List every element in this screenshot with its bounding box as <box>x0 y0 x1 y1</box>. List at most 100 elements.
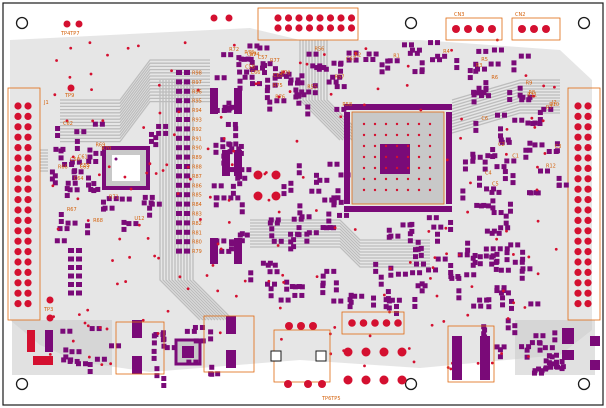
resistor-label: R85 <box>192 193 202 199</box>
bottom-right-parts <box>447 325 600 383</box>
label-tp9: TP9 <box>64 93 74 99</box>
label-j2: J2 <box>551 100 557 106</box>
resistor-label: R82 <box>192 221 202 227</box>
component-ref-label: R55 <box>307 84 317 90</box>
resistor-label: R94 <box>192 108 202 114</box>
label-tp4-tp7: TP4TP7 <box>60 31 80 37</box>
mounting-holes <box>15 16 591 391</box>
resistor-label: R81 <box>192 230 202 236</box>
component-ref-label: C65 <box>273 73 283 79</box>
component-ref-label: R67 <box>67 207 77 213</box>
component-ref-label: C1 <box>512 153 519 159</box>
resistor-label: R98 <box>192 71 202 77</box>
component-ref-label: C6 <box>481 116 488 122</box>
left-qfp-ic <box>102 146 150 190</box>
component-ref-label: C5 <box>492 181 499 187</box>
mounting-hole-top-left <box>15 16 29 30</box>
resistor-label: R95 <box>192 99 202 105</box>
bottom-left-power-parts <box>27 315 255 375</box>
component-ref-label: R74 <box>250 52 260 58</box>
left-pin-header <box>7 87 41 321</box>
resistor-label: R97 <box>192 80 202 86</box>
component-ref-label: R6 <box>491 75 498 81</box>
component-ref-label: R73 <box>244 50 254 56</box>
resistor-label: R90 <box>192 146 202 152</box>
resistor-labels: R98R97R96R95R94R93R92R91R90R89R88R87R86R… <box>192 71 202 256</box>
component-ref-label: C56 <box>70 157 80 163</box>
component-ref-label: R71 <box>109 195 119 201</box>
component-ref-label: R9 <box>526 81 533 87</box>
silkscreen-labels: TP4TP7 TP6TP5 CN3 CN2 TP9 TP3 J1 J2 <box>43 12 557 402</box>
resistor-label: R86 <box>192 183 202 189</box>
component-ref-label: R4 <box>443 49 450 55</box>
label-j1: J1 <box>43 100 49 106</box>
component-ref-label: R69 <box>95 143 105 149</box>
component-ref-label: C64 <box>74 176 84 182</box>
component-ref-label: R77 <box>270 58 280 64</box>
cn3-connector <box>445 17 503 41</box>
resistor-label: R83 <box>192 212 202 218</box>
component-ref-label: R66 <box>58 164 68 170</box>
component-ref-label: R7 <box>546 105 553 111</box>
resistor-label: R92 <box>192 127 202 133</box>
misc-component-labels: C64C63C62C61C56C55R66R67R68R69R70R71U12C… <box>58 47 562 225</box>
component-ref-label: R11 <box>527 92 537 98</box>
component-ref-label: C59 <box>247 52 257 58</box>
component-ref-label: C67 <box>346 57 356 63</box>
component-ref-label: R78 <box>281 71 291 77</box>
component-ref-label: R12 <box>546 164 556 170</box>
component-ref-label: R68 <box>93 218 103 224</box>
resistor-label: R96 <box>192 89 202 95</box>
main-qfp-ic <box>344 104 452 212</box>
label-tp3: TP3 <box>43 307 53 313</box>
top-test-points <box>46 14 233 322</box>
component-ref-label: R8 <box>528 90 535 96</box>
resistor-label: R93 <box>192 118 202 124</box>
component-ref-label: C2 <box>498 142 505 148</box>
component-ref-label: C57 <box>258 55 268 61</box>
component-ref-label: R75 <box>273 83 283 89</box>
component-ref-label: R70 <box>101 146 111 152</box>
resistor-label: R88 <box>192 165 202 171</box>
mounting-hole-top-right <box>577 16 591 30</box>
right-pin-header <box>567 87 601 321</box>
cn2-connector <box>511 17 561 41</box>
component-ref-label: R76 <box>275 95 285 101</box>
component-ref-label: C62 <box>63 121 73 127</box>
label-tp6-tp5: TP6TP5 <box>321 396 341 402</box>
component-ref-label: R10 <box>549 102 559 108</box>
resistor-label: R89 <box>192 155 202 161</box>
resistor-label: R91 <box>192 136 202 142</box>
resistor-label: R80 <box>192 240 202 246</box>
component-ref-label: C55 <box>80 163 90 169</box>
component-ref-label: C63 <box>80 164 90 170</box>
component-ref-label: C4 <box>485 171 492 177</box>
mounting-hole-bottom-right <box>577 377 591 391</box>
mounting-hole-top-center <box>404 16 418 30</box>
component-ref-label: C61 <box>78 155 88 161</box>
mounting-hole-bottom-left <box>15 377 29 391</box>
bottom-center-connector <box>270 311 407 388</box>
resistor-label: R87 <box>192 174 202 180</box>
component-ref-label: C3 <box>555 144 562 150</box>
resistor-label: R79 <box>192 249 202 255</box>
via-layer <box>48 38 558 371</box>
component-ref-label: R72 <box>229 47 239 53</box>
label-cn3: CN3 <box>454 12 464 18</box>
resistor-label: R84 <box>192 202 202 208</box>
component-ref-label: C66 <box>251 70 261 76</box>
smd-component-layer <box>49 40 569 388</box>
component-ref-label: R3 <box>476 63 483 69</box>
component-ref-label: R58 <box>342 102 352 108</box>
component-ref-label: R2 <box>355 53 362 59</box>
component-ref-label: R56 <box>315 47 325 53</box>
component-ref-label: C58 <box>245 65 255 71</box>
component-ref-label: R57 <box>335 75 345 81</box>
component-ref-label: R5 <box>481 57 488 63</box>
top-center-header <box>257 7 359 41</box>
component-ref-label: R1 <box>393 54 400 60</box>
label-cn2: CN2 <box>515 12 525 18</box>
